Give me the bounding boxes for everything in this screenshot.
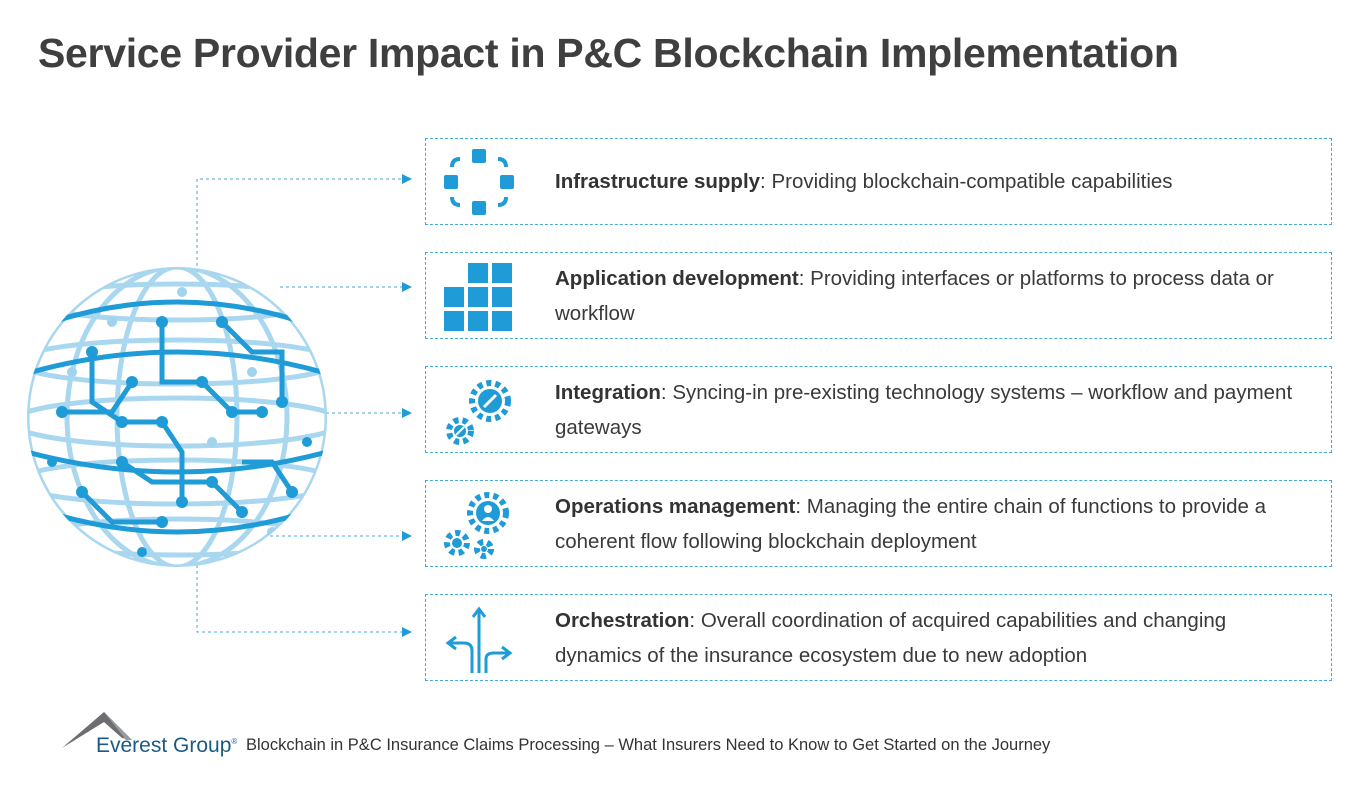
branching-arrows-icon [445, 606, 513, 673]
brand-name: Everest Group [96, 734, 232, 757]
card-text: Application development: Providing inter… [555, 253, 1311, 338]
footer-caption: Blockchain in P&C Insurance Claims Proce… [246, 736, 1051, 754]
card-text: Operations management: Managing the enti… [555, 481, 1311, 566]
everest-mountain-logo-icon [62, 712, 132, 748]
card-heading: Operations management [555, 494, 796, 518]
card-heading: Orchestration [555, 608, 690, 632]
card-operations-management: Operations management: Managing the enti… [425, 480, 1332, 567]
registered-mark: ® [231, 737, 238, 746]
card-heading: Infrastructure supply [555, 170, 761, 193]
brand-logo-text: Everest Group® [96, 734, 237, 758]
gears-person-icon [444, 492, 509, 559]
card-integration: Integration: Syncing-in pre-existing tec… [425, 366, 1332, 453]
card-heading: Application development [555, 266, 799, 290]
card-description: : Providing interfaces or platforms to p… [555, 266, 1274, 325]
card-orchestration: Orchestration: Overall coordination of a… [425, 594, 1332, 681]
card-heading: Integration [555, 380, 661, 404]
blockchain-globe-icon [27, 267, 327, 567]
card-description: : Managing the entire chain of functions… [555, 494, 1267, 553]
card-text: Orchestration: Overall coordination of a… [555, 595, 1311, 680]
card-application-development: Application development: Providing inter… [425, 252, 1332, 339]
network-nodes-icon [444, 149, 514, 215]
card-infrastructure-supply: Infrastructure supply: Providing blockch… [425, 138, 1332, 225]
card-description: : Overall coordination of acquired capab… [555, 608, 1227, 667]
gears-tools-icon [446, 380, 511, 445]
page-title: Service Provider Impact in P&C Blockchai… [38, 30, 1179, 76]
card-text: Infrastructure supply: Providing blockch… [555, 139, 1311, 224]
grid-blocks-icon [444, 263, 512, 331]
card-text: Integration: Syncing-in pre-existing tec… [555, 367, 1311, 452]
card-description: : Providing blockchain-compatible capabi… [760, 170, 1173, 193]
card-description: : Syncing-in pre-existing technology sys… [555, 380, 1293, 439]
